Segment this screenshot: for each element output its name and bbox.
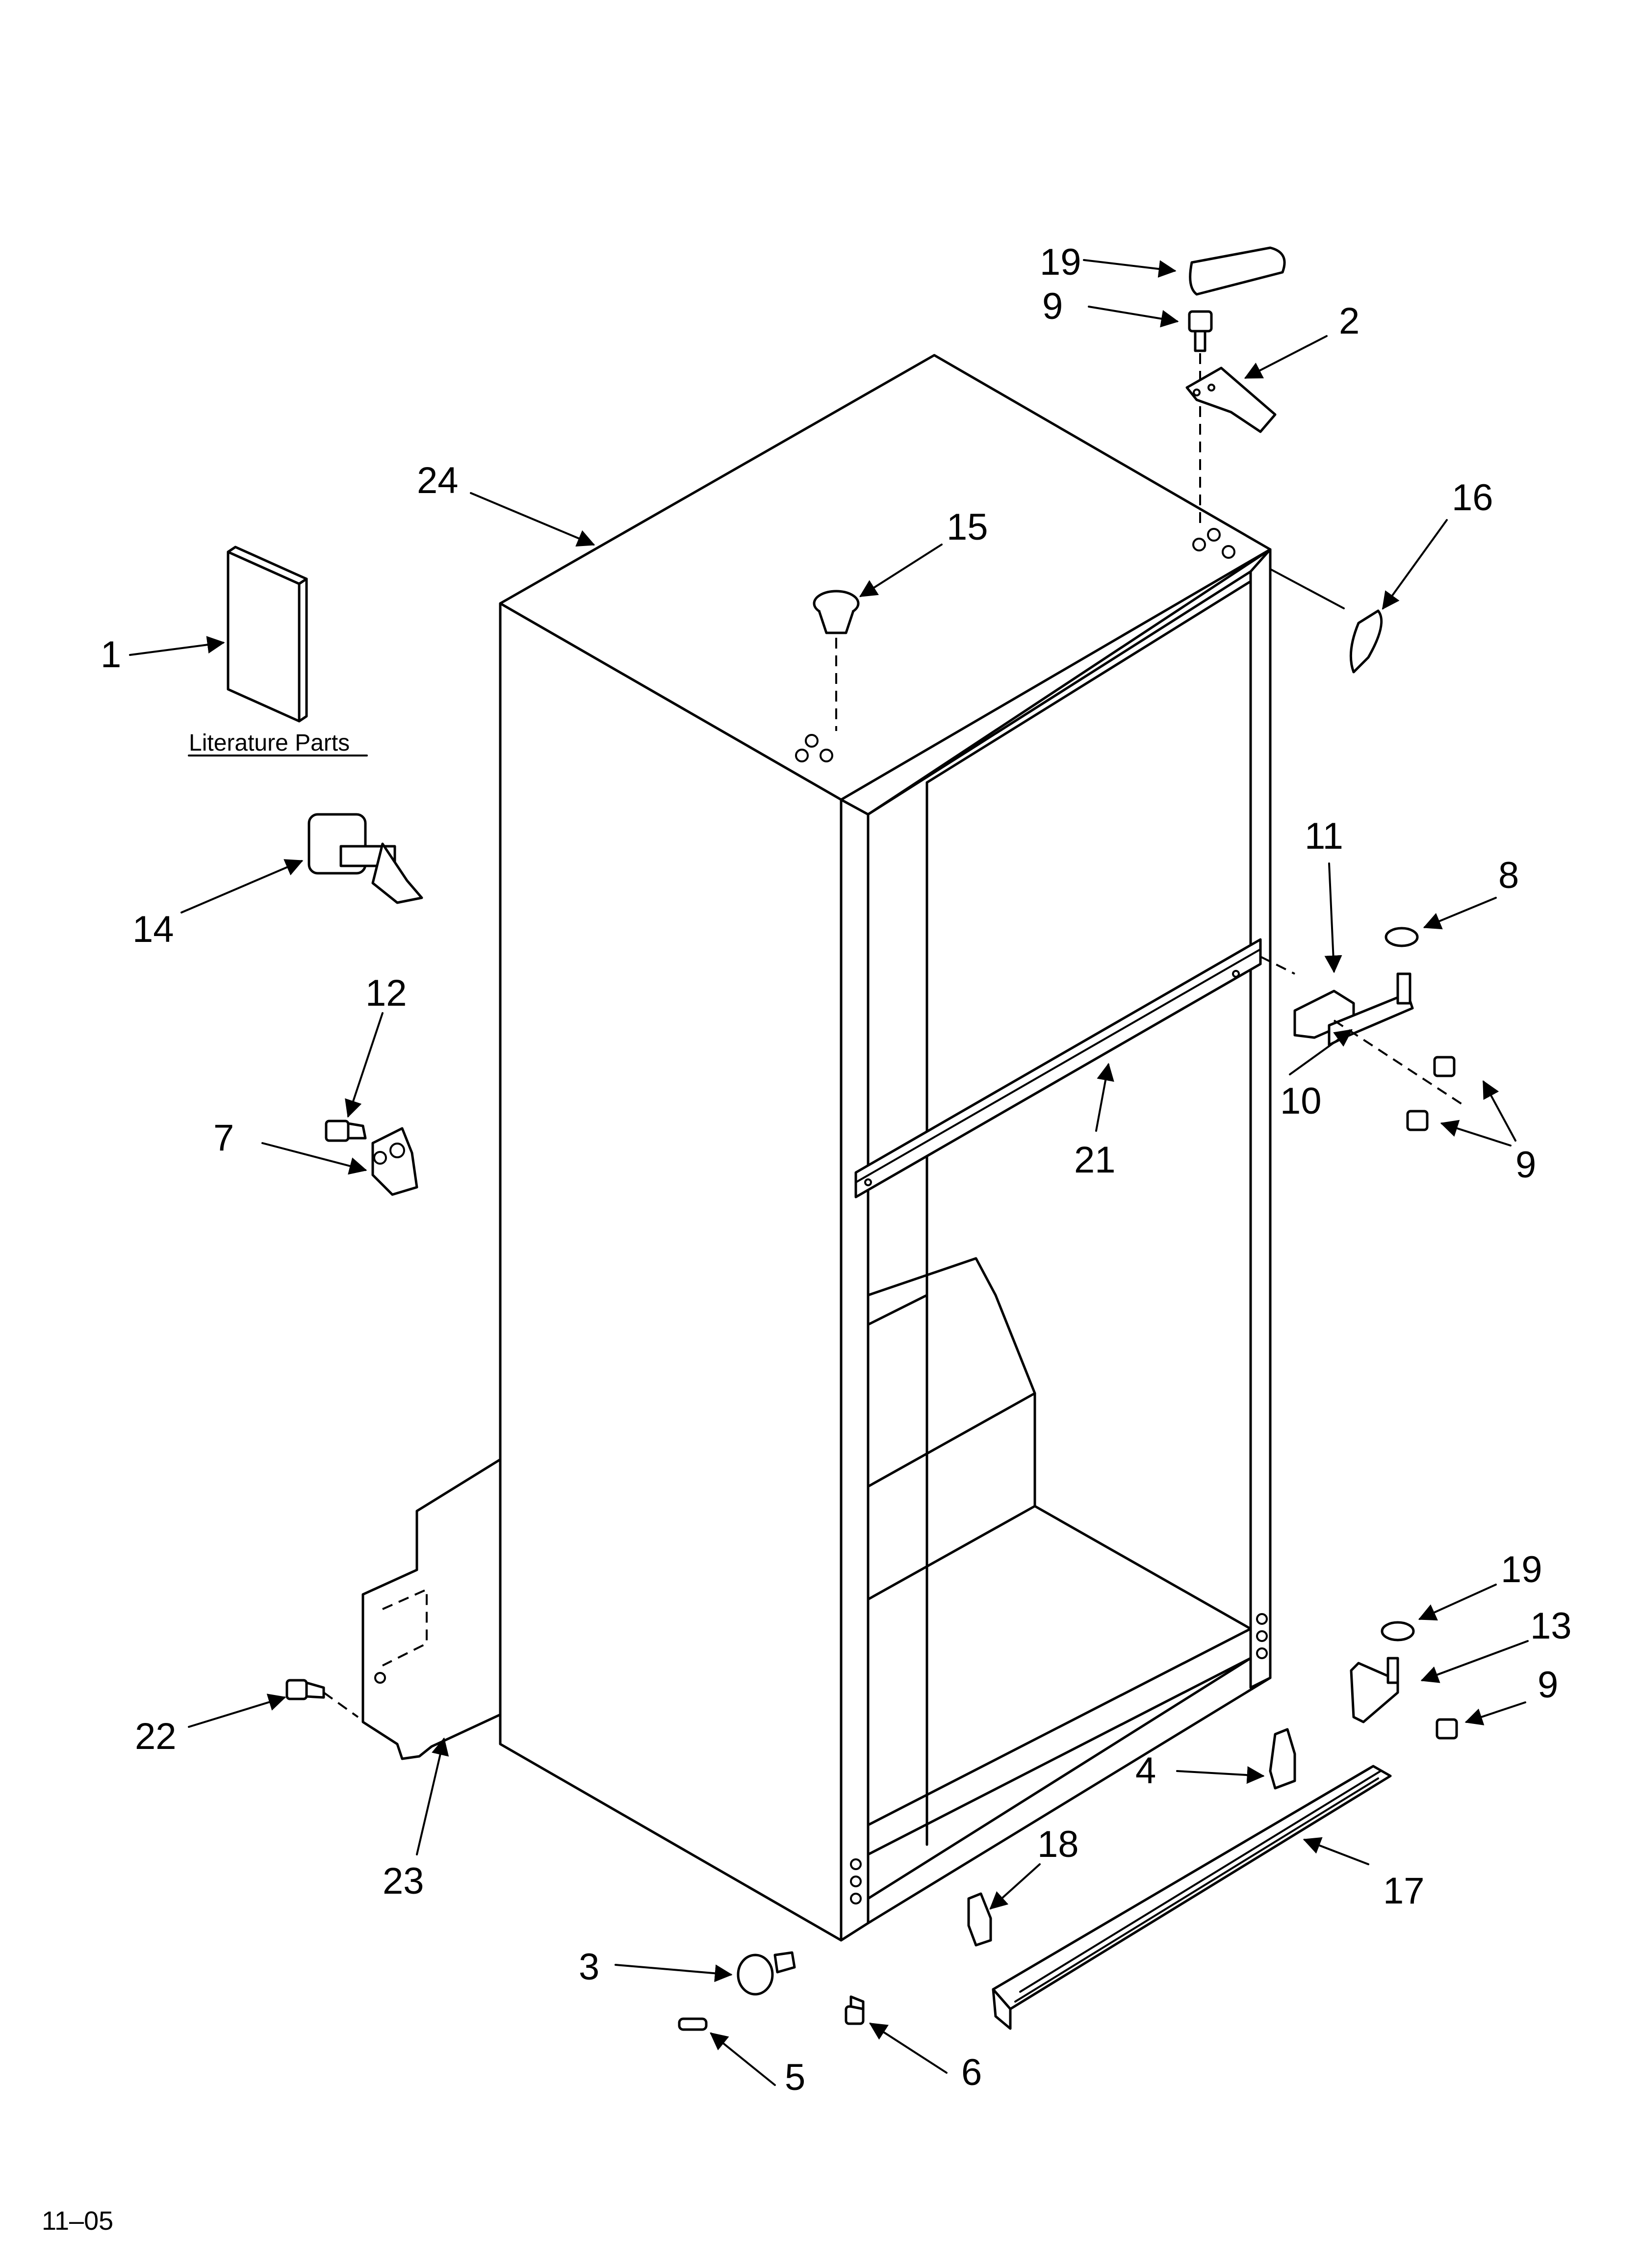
callout-10: 10 — [1280, 1080, 1322, 1122]
callout-22: 22 — [135, 1716, 177, 1757]
hinge-cap-part — [1189, 246, 1286, 296]
callout-6: 6 — [961, 2052, 982, 2093]
callout-20: 19 — [1040, 241, 1081, 283]
mullion-bar — [854, 938, 1262, 1199]
callout-7: 7 — [213, 1117, 234, 1159]
callout-4: 4 — [1135, 1750, 1156, 1792]
callout-1: 1 — [101, 634, 121, 676]
callout-21: 21 — [1074, 1139, 1116, 1181]
callout-11: 11 — [1305, 815, 1343, 857]
callout-16: 16 — [1452, 477, 1493, 519]
hinge-bracket-part — [371, 1127, 418, 1196]
callout-8: 8 — [1498, 855, 1519, 896]
panel-screw-part — [285, 1679, 359, 1718]
callout-23: 23 — [383, 1860, 424, 1902]
callout-18: 18 — [1037, 1824, 1079, 1865]
grille-clip-4 — [1269, 1728, 1296, 1790]
toe-grille-part — [992, 1765, 1392, 2030]
callout-17: 17 — [1383, 1870, 1425, 1912]
callout-9-bottom: 9 — [1538, 1664, 1558, 1706]
callout-15: 15 — [947, 506, 988, 548]
top-screw-part — [1188, 310, 1213, 530]
literature-book — [227, 546, 308, 723]
screw-part-12 — [325, 1120, 367, 1142]
callout-2: 2 — [1339, 300, 1360, 342]
bottom-hinge-parts — [1350, 1621, 1458, 1740]
callout-13: 13 — [1530, 1605, 1572, 1647]
callout-9-mid: 9 — [1515, 1144, 1536, 1186]
callout-12: 12 — [365, 972, 407, 1014]
literature-label: Literature Parts — [189, 730, 350, 756]
callout-9-top: 9 — [1042, 286, 1063, 327]
hinge-cover-part — [1349, 609, 1383, 674]
door-stop-part — [308, 813, 423, 904]
top-hinge-part — [1185, 366, 1277, 433]
plug-part — [813, 590, 860, 731]
leveler-parts — [678, 1951, 865, 2031]
callout-19: 19 — [1501, 1549, 1542, 1590]
callout-14: 14 — [132, 909, 174, 950]
leader-arrows — [129, 259, 1529, 2086]
callout-24: 24 — [417, 460, 459, 501]
callout-3: 3 — [579, 1946, 599, 1988]
grille-clip-18 — [967, 1892, 992, 1947]
cover-leader — [1269, 568, 1345, 609]
rear-panel — [361, 1458, 502, 1760]
footer-code: 11–05 — [42, 2206, 113, 2236]
cabinet-shell — [499, 354, 1272, 1942]
callout-5: 5 — [785, 2057, 805, 2098]
